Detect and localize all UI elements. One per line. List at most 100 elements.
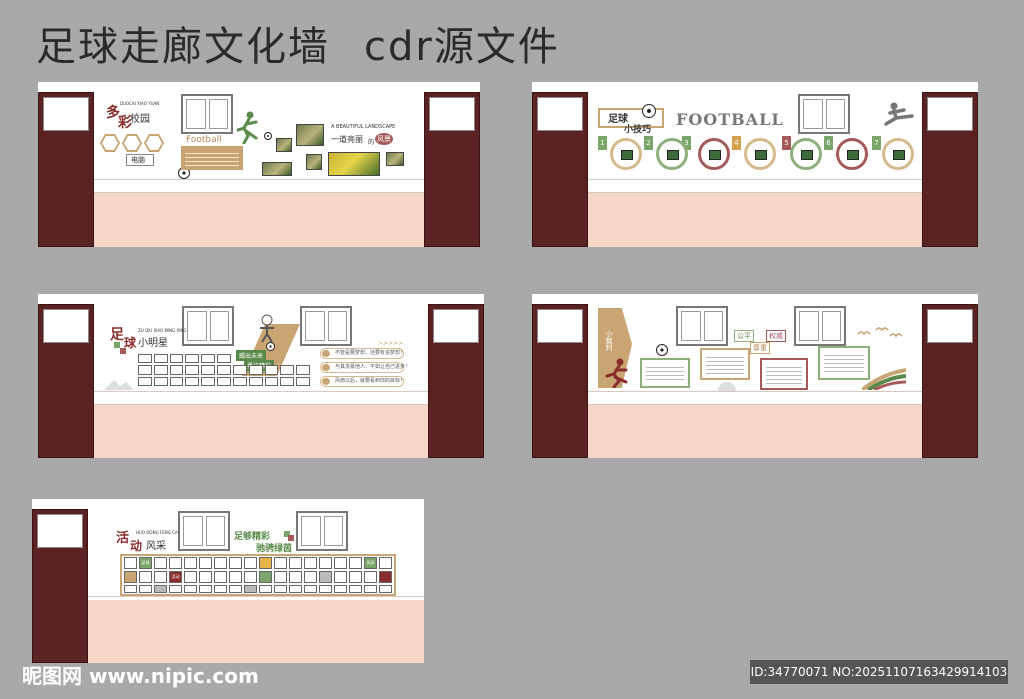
heading-huo: 活 — [116, 531, 130, 546]
tip-text: 不管是要梦想，还要有追梦想！ — [335, 350, 406, 356]
activity-cell-label: 活动 — [169, 571, 182, 583]
tip-pill: 不管是要梦想，还要有追梦想！ — [320, 348, 406, 359]
team-photo — [262, 162, 292, 176]
tip-number: 1 — [598, 136, 607, 150]
heading-xiaoyuan: 校园 — [130, 114, 150, 125]
door-glass — [927, 97, 973, 131]
hexagon-decoration — [100, 134, 120, 152]
wall-window — [798, 94, 850, 134]
team-photo — [296, 124, 324, 146]
red-square-icon — [120, 348, 126, 354]
tip-text: 风雨以后，就要看到你的目标！ — [335, 378, 406, 384]
heading-english: HUO DONG FENG CAI — [136, 530, 179, 535]
right-door — [428, 304, 484, 458]
wall-baseboard — [532, 179, 978, 193]
floor — [38, 405, 484, 458]
computer-label: 电脑 — [131, 156, 145, 164]
heading-star: 小明星 — [138, 338, 168, 349]
watermark-id: ID:34770071 NO:20251107163429914103 — [750, 660, 1008, 684]
heading-qiu: 球 — [124, 336, 137, 350]
referee-title: 小裁判 — [605, 330, 613, 351]
team-photo — [306, 154, 322, 170]
wall-window — [182, 306, 234, 346]
tip-number: 2 — [644, 136, 653, 150]
door-glass — [37, 514, 83, 548]
right-door — [424, 92, 480, 247]
soccer-player-icon — [236, 111, 258, 144]
landscape-feng: 风景 — [375, 133, 393, 145]
soccer-ball-icon — [656, 344, 668, 356]
heading-duo: 多 — [106, 105, 120, 121]
landscape-chinese: 一道亮丽 — [331, 135, 363, 144]
tip-circle — [698, 138, 730, 170]
heading-dong: 动 — [130, 539, 143, 553]
heading-zuqiu: 足球 — [608, 114, 628, 125]
tip-circle — [836, 138, 868, 170]
info-board — [640, 358, 690, 388]
info-board — [700, 348, 750, 380]
tip-circle — [610, 138, 642, 170]
door-glass — [429, 97, 475, 131]
left-door — [32, 509, 88, 663]
wall-window — [794, 306, 846, 346]
tip-circle — [744, 138, 776, 170]
referee-player-icon — [605, 358, 628, 388]
wall-baseboard — [32, 596, 424, 600]
soccer-ball-icon — [264, 132, 272, 140]
football-big-title: FOOTBALL — [676, 110, 784, 129]
wall-window — [676, 306, 728, 346]
wall — [38, 82, 480, 182]
wall-baseboard — [532, 391, 978, 405]
tip-circle — [790, 138, 822, 170]
wall-window — [300, 306, 352, 346]
landscape-english: A BEAUTIFUL LANDSCAPE — [331, 124, 396, 130]
door-glass — [537, 97, 583, 131]
hex-label-fair: 公平 — [734, 330, 754, 342]
left-door — [38, 304, 94, 458]
tip-circle — [882, 138, 914, 170]
wall-window — [296, 511, 348, 551]
landscape-de: 的 — [368, 139, 375, 146]
wall-baseboard — [38, 391, 484, 405]
heading-zu: 足 — [110, 327, 124, 343]
door-glass — [43, 309, 89, 343]
green-square-icon — [114, 342, 120, 348]
door-glass — [927, 309, 973, 343]
red-square-icon — [288, 535, 294, 541]
left-door — [532, 92, 588, 247]
wall-baseboard — [38, 179, 480, 193]
panel-activity-showcase: 活 动 风采 HUO DONG FENG CAI 足够精彩 驰骋绿茵 足球风采 … — [32, 499, 424, 663]
activity-cell-label: 风采 — [364, 557, 377, 569]
football-text-box — [181, 146, 243, 170]
tip-text: 与其羡慕他人，不如让自己进步！ — [335, 364, 411, 370]
hexagon-decoration — [122, 134, 142, 152]
swoosh-decoration — [862, 368, 906, 390]
tip-pill: 与其羡慕他人，不如让自己进步！ — [320, 362, 410, 373]
tip-number: 3 — [682, 136, 691, 150]
panel-colorful-campus: 多 彩 校园 DUOCAI XIAO YUAN 电脑 Football A BE… — [38, 82, 480, 247]
floor — [532, 405, 978, 458]
slogan-1: 足够精彩 — [234, 532, 271, 542]
door-glass — [537, 309, 583, 343]
left-door — [38, 92, 94, 247]
football-label: Football — [186, 135, 222, 145]
right-door — [922, 304, 978, 458]
watermark-site: 昵图网 www.nipic.com — [22, 664, 259, 688]
hex-label-respect: 尊重 — [750, 342, 770, 354]
door-glass — [43, 97, 89, 131]
soccer-ball-icon — [266, 342, 275, 351]
cartoon-player-icon — [260, 314, 274, 343]
info-board — [818, 346, 870, 380]
kicking-player-icon — [884, 102, 914, 126]
floor — [532, 193, 978, 247]
tip-circle — [656, 138, 688, 170]
wall-window — [178, 511, 230, 551]
info-board — [760, 358, 808, 390]
green-square-icon — [284, 531, 290, 537]
computer-label-box — [126, 154, 154, 166]
bird-decoration-icon — [857, 327, 902, 338]
star-photo-grid — [138, 354, 310, 386]
semicircle-decoration — [718, 382, 736, 391]
title-chinese: 足球走廊文化墙 — [36, 24, 330, 70]
